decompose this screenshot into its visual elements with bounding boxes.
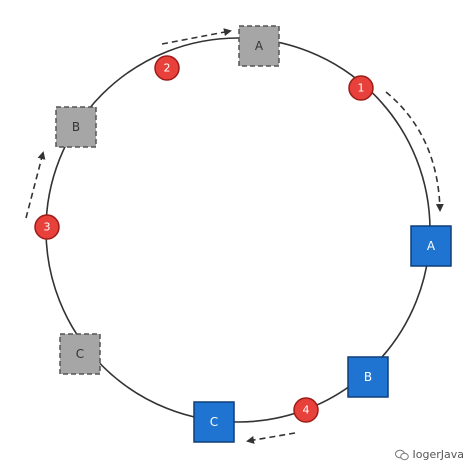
marker-label: 2	[164, 62, 171, 75]
node-blue-a: A	[410, 225, 452, 267]
node-label: A	[427, 239, 436, 253]
node-label: A	[255, 39, 264, 53]
arrow-4	[246, 432, 296, 444]
marker-2: 2	[154, 55, 180, 81]
node-label: C	[210, 415, 218, 429]
node-label: C	[76, 347, 84, 361]
node-gray-b: B	[55, 106, 97, 148]
node-gray-a: A	[238, 25, 280, 67]
marker-label: 1	[358, 82, 365, 95]
marker-3: 3	[34, 214, 60, 240]
arrow-2	[161, 28, 232, 45]
marker-1: 1	[348, 75, 374, 101]
watermark: IogerJava	[394, 448, 464, 461]
arrow-1	[385, 91, 444, 212]
arrow-3	[25, 151, 46, 219]
node-label: B	[72, 120, 80, 134]
node-blue-b: B	[347, 356, 389, 398]
node-blue-c: C	[193, 401, 235, 443]
node-label: B	[364, 370, 372, 384]
marker-label: 3	[44, 221, 51, 234]
watermark-text: IogerJava	[412, 448, 464, 461]
wechat-icon	[394, 449, 409, 460]
node-gray-c: C	[59, 333, 101, 375]
marker-label: 4	[303, 404, 310, 417]
marker-4: 4	[293, 397, 319, 423]
